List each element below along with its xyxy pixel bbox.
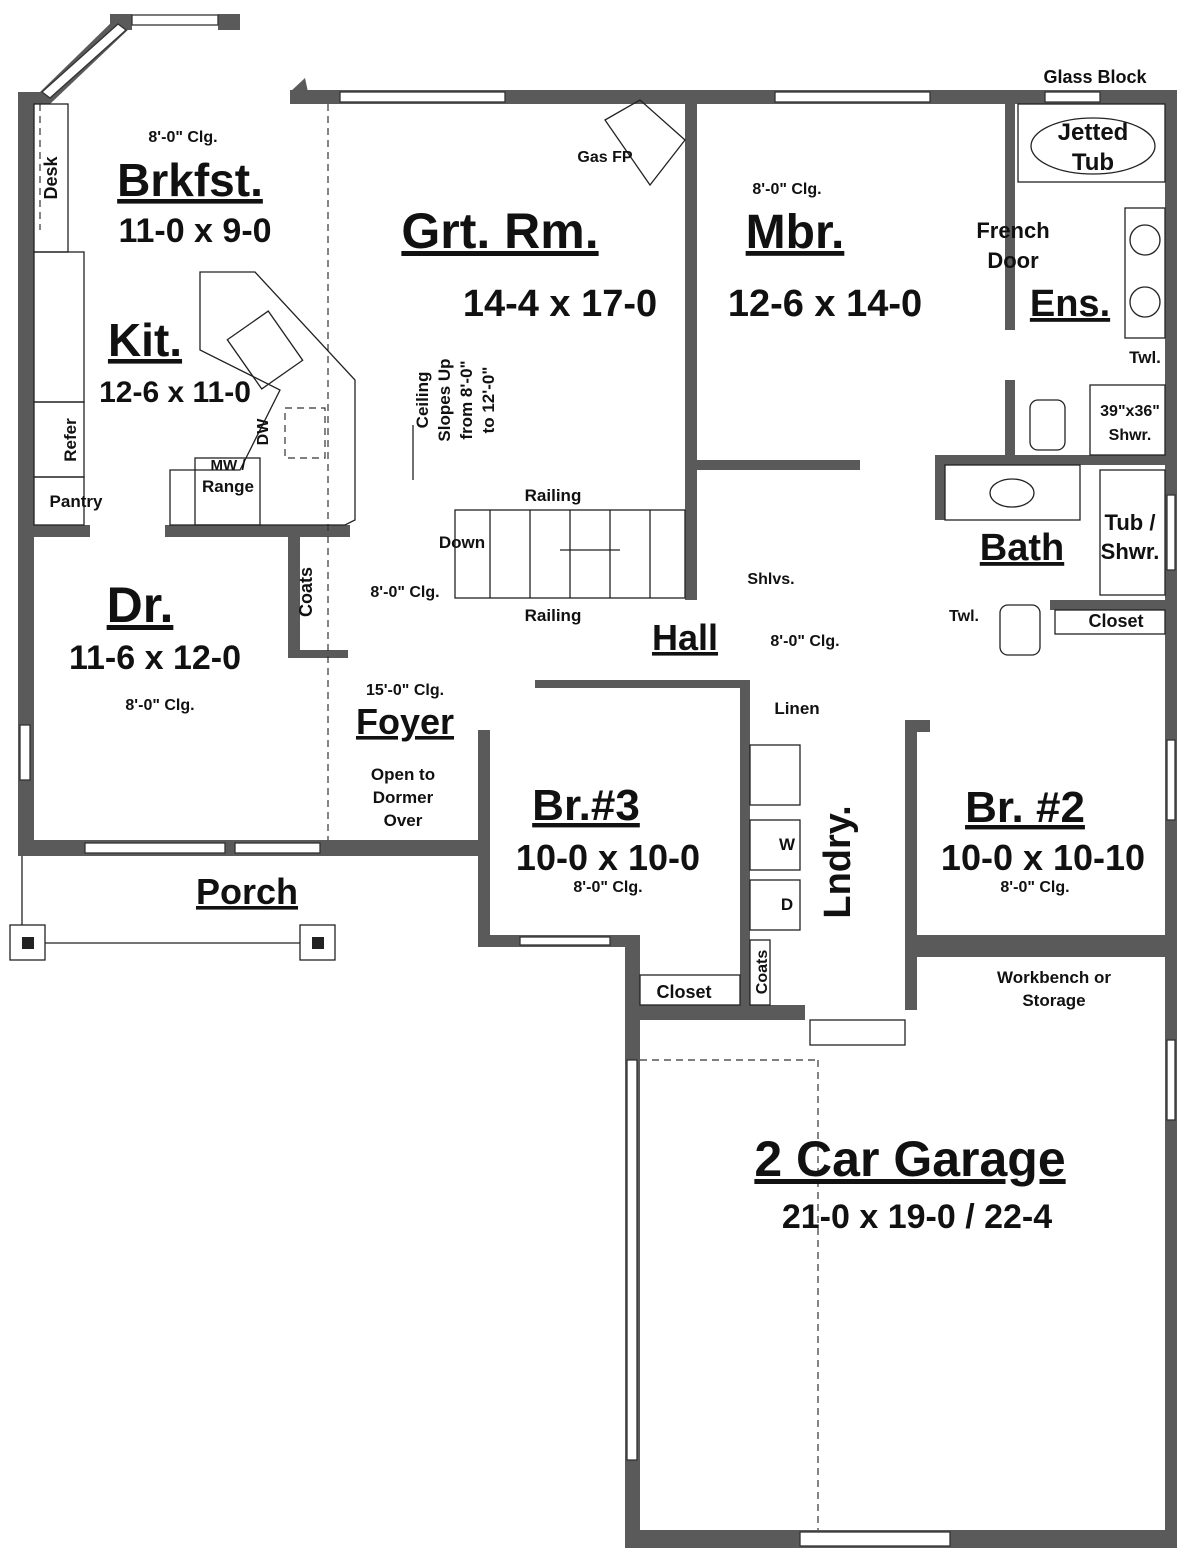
br3-name: Br.#3 — [532, 781, 640, 830]
washer-label: W — [779, 835, 796, 854]
br3-ceiling: 8'-0" Clg. — [573, 879, 642, 896]
walls — [18, 14, 1177, 1548]
refer-label: Refer — [61, 418, 80, 462]
stairs-down-label: Down — [439, 533, 485, 552]
jetted-tub-label: Tub — [1072, 149, 1114, 176]
garage-size: 21-0 x 19-0 / 22-4 — [782, 1198, 1052, 1236]
french-door-label: Door — [987, 248, 1039, 273]
laundry-coats-label: Coats — [754, 950, 771, 995]
shower-label: 39"x36" — [1100, 403, 1160, 420]
breakfast-size: 11-0 x 9-0 — [118, 212, 271, 250]
foyer-ceiling: 15'-0" Clg. — [366, 682, 444, 699]
fixtures — [9, 99, 1166, 1530]
ceiling-note-line: from 8'-0" — [457, 360, 476, 439]
bath-name: Bath — [980, 527, 1064, 569]
glass-block-label: Glass Block — [1043, 67, 1147, 87]
porch-label: Porch — [196, 871, 298, 912]
pantry-label: Pantry — [50, 492, 103, 511]
dining-name: Dr. — [107, 577, 174, 633]
stair-ceiling: 8'-0" Clg. — [370, 584, 439, 601]
jetted-tub-label: Jetted — [1058, 119, 1129, 146]
bath-tub-label: Tub / — [1105, 510, 1156, 535]
workbench-label: Workbench or — [997, 968, 1111, 987]
kitchen-name: Kit. — [108, 314, 182, 366]
bath-closet-label: Closet — [1088, 611, 1143, 631]
ceiling-slope-note: Ceiling Slopes Up from 8'-0" to 12'-0" — [412, 358, 498, 480]
french-door-label: French — [976, 218, 1049, 243]
ensuite-name: Ens. — [1030, 283, 1110, 325]
foyer-note: Over — [384, 811, 423, 830]
shower-label: Shwr. — [1109, 427, 1152, 444]
workbench-label: Storage — [1022, 991, 1085, 1010]
shelves-label: Shlvs. — [747, 571, 794, 588]
great-room-name: Grt. Rm. — [401, 203, 598, 259]
br2-ceiling: 8'-0" Clg. — [1000, 879, 1069, 896]
master-ceiling: 8'-0" Clg. — [752, 181, 821, 198]
dw-label: DW — [255, 418, 272, 446]
hall-name: Hall — [652, 617, 718, 658]
ensuite-towel-label: Twl. — [1129, 348, 1161, 367]
dining-size: 11-6 x 12-0 — [69, 639, 241, 677]
ceiling-note-line: Slopes Up — [435, 358, 454, 441]
range-label: MW / — [211, 457, 247, 474]
hall-ceiling: 8'-0" Clg. — [770, 633, 839, 650]
br3-size: 10-0 x 10-0 — [516, 837, 700, 878]
great-room-size: 14-4 x 17-0 — [463, 283, 657, 325]
br2-name: Br. #2 — [965, 783, 1085, 832]
breakfast-name: Brkfst. — [117, 154, 263, 206]
front-coats-label: Coats — [296, 567, 316, 617]
br2-size: 10-0 x 10-10 — [941, 837, 1145, 878]
fireplace-label: Gas FP — [577, 149, 632, 166]
master-name: Mbr. — [746, 206, 845, 259]
range-label: Range — [202, 477, 254, 496]
dryer-label: D — [781, 895, 793, 914]
laundry-name: Lndry. — [817, 805, 859, 918]
dining-ceiling: 8'-0" Clg. — [125, 697, 194, 714]
ceiling-note-line: to 12'-0" — [479, 367, 498, 434]
foyer-note: Dormer — [373, 788, 434, 807]
bath-towel-label: Twl. — [949, 608, 979, 625]
master-size: 12-6 x 14-0 — [728, 283, 922, 325]
linen-label: Linen — [774, 699, 819, 718]
desk-label: Desk — [41, 155, 61, 199]
railing-bottom-label: Railing — [525, 606, 582, 625]
foyer-name: Foyer — [356, 701, 454, 742]
garage-name: 2 Car Garage — [754, 1131, 1065, 1187]
br3-closet-label: Closet — [656, 982, 711, 1002]
foyer-note: Open to — [371, 765, 435, 784]
bath-tub-label: Shwr. — [1101, 539, 1160, 564]
railing-top-label: Railing — [525, 486, 582, 505]
breakfast-ceiling: 8'-0" Clg. — [148, 129, 217, 146]
kitchen-size: 12-6 x 11-0 — [99, 376, 251, 409]
room-labels: 8'-0" Clg. Brkfst. 11-0 x 9-0 Desk Grt. … — [41, 67, 1161, 1236]
ceiling-note-line: Ceiling — [413, 372, 432, 429]
